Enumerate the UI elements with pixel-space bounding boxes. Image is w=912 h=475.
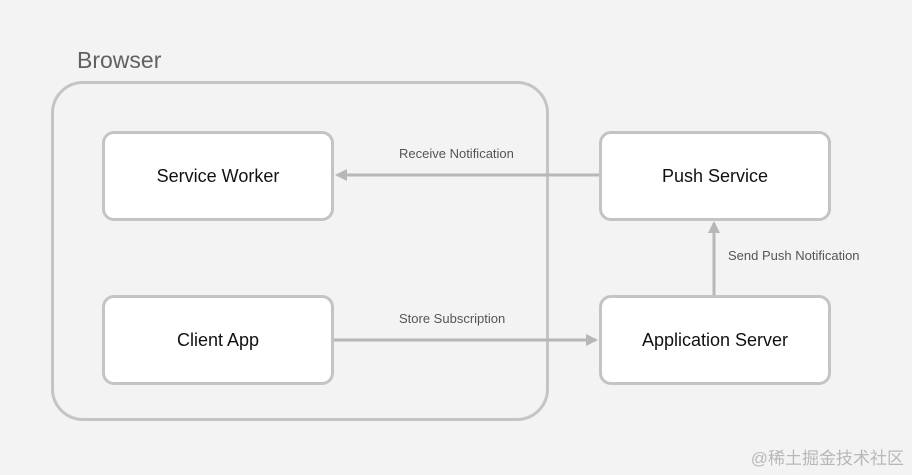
client-app-node: Client App [102,295,334,385]
service-worker-node: Service Worker [102,131,334,221]
client-app-label: Client App [176,329,260,350]
application-server-node: Application Server [599,295,831,385]
push-service-node: Push Service [599,131,831,221]
send-push-notification-label: Send Push Notification [728,248,860,263]
push-service-label: Push Service [661,165,769,186]
receive-notification-label: Receive Notification [399,146,514,161]
store-subscription-label: Store Subscription [399,311,506,326]
browser-group-label: Browser [77,47,162,73]
service-worker-label: Service Worker [156,165,280,186]
application-server-label: Application Server [641,329,789,350]
browser-group-container [51,81,549,421]
watermark-text: @稀土掘金技术社区 [750,449,904,468]
